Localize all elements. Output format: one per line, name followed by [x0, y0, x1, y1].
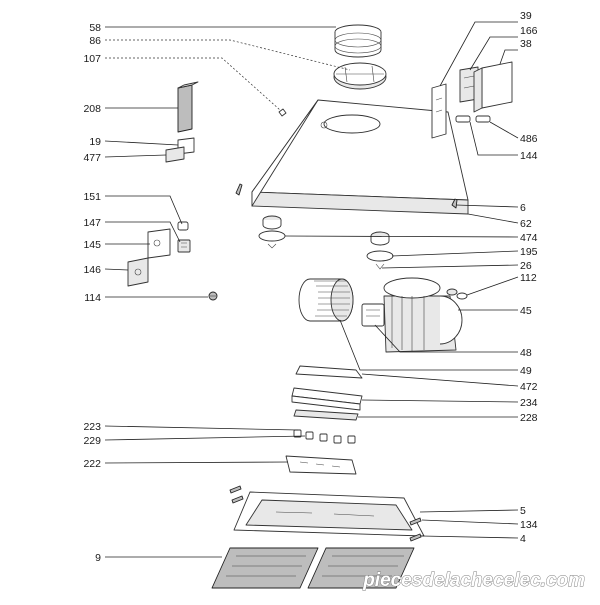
- part-112-bush: [446, 288, 468, 300]
- part-222-light-panel: [285, 455, 357, 475]
- part-hood-body: [251, 99, 469, 215]
- callout-labels: 58 86 107 208 19 477 151 147 145 146 114…: [83, 10, 537, 564]
- callout-234: 234: [520, 397, 538, 409]
- part-4-clip: [409, 533, 422, 542]
- part-474-lamp-socket-right: [366, 231, 394, 270]
- part-5-lower-frame: [233, 491, 425, 537]
- callout-39: 39: [520, 10, 532, 22]
- part-472-bracket: [295, 365, 363, 379]
- callout-62: 62: [520, 218, 532, 230]
- part-107-clip: [278, 108, 287, 117]
- callout-19: 19: [89, 136, 101, 148]
- callout-49: 49: [520, 365, 532, 377]
- part-114-screw: [208, 291, 218, 301]
- part-474-lamp-socket-left: [258, 215, 286, 249]
- part-45-motor-housing: [361, 277, 463, 353]
- part-486-connector: [455, 115, 491, 123]
- callout-107: 107: [83, 53, 101, 65]
- part-39-control-board: [431, 83, 447, 139]
- callout-147: 147: [83, 217, 101, 229]
- part-86-backdraft-valve: [333, 62, 387, 90]
- callout-208: 208: [83, 103, 101, 115]
- callout-222: 222: [83, 458, 101, 470]
- watermark-text: piecesdelachecelec.com: [362, 570, 585, 591]
- part-477-cover: [165, 146, 185, 163]
- callout-45: 45: [520, 305, 532, 317]
- part-234-light-frame: [291, 387, 363, 411]
- part-151-knob: [177, 221, 189, 231]
- callout-38: 38: [520, 38, 532, 50]
- part-left-clips: [229, 485, 244, 504]
- callout-58: 58: [89, 22, 101, 34]
- callout-146: 146: [83, 264, 101, 276]
- callout-477: 477: [83, 152, 101, 164]
- part-38-electronics-cover: [473, 61, 513, 113]
- callout-134: 134: [520, 519, 538, 531]
- leader-lines: [104, 21, 519, 558]
- callout-48: 48: [520, 347, 532, 359]
- callout-6: 6: [520, 202, 526, 214]
- part-hood-left-clip: [235, 183, 243, 196]
- callout-228: 228: [520, 412, 538, 424]
- callout-229: 229: [83, 435, 101, 447]
- part-58-duct-collar: [334, 24, 382, 58]
- callout-472: 472: [520, 381, 538, 393]
- part-223-lamp-holders: [293, 429, 356, 444]
- part-146-switch-plate: [127, 257, 149, 287]
- callout-4: 4: [520, 533, 526, 545]
- callout-26: 26: [520, 260, 532, 272]
- callout-223: 223: [83, 421, 101, 433]
- part-228-strip: [293, 409, 359, 421]
- callout-166: 166: [520, 25, 538, 37]
- part-49-fan-wheel: [298, 278, 354, 322]
- callout-474: 474: [520, 232, 538, 244]
- part-6-clip: [451, 198, 458, 209]
- part-9-grease-filters: [211, 547, 415, 589]
- callout-86: 86: [89, 35, 101, 47]
- callout-9: 9: [95, 552, 101, 564]
- callout-144: 144: [520, 150, 538, 162]
- part-134-clip: [409, 517, 422, 526]
- callout-112: 112: [520, 272, 537, 284]
- callout-114: 114: [84, 292, 101, 304]
- callout-486: 486: [520, 133, 538, 145]
- callout-151: 151: [83, 191, 101, 203]
- part-208-transformer: [177, 81, 199, 133]
- callout-145: 145: [83, 239, 101, 251]
- callout-5: 5: [520, 505, 526, 517]
- part-147-switch: [177, 239, 191, 253]
- callout-195: 195: [520, 246, 538, 258]
- part-145-switch-housing: [147, 228, 171, 259]
